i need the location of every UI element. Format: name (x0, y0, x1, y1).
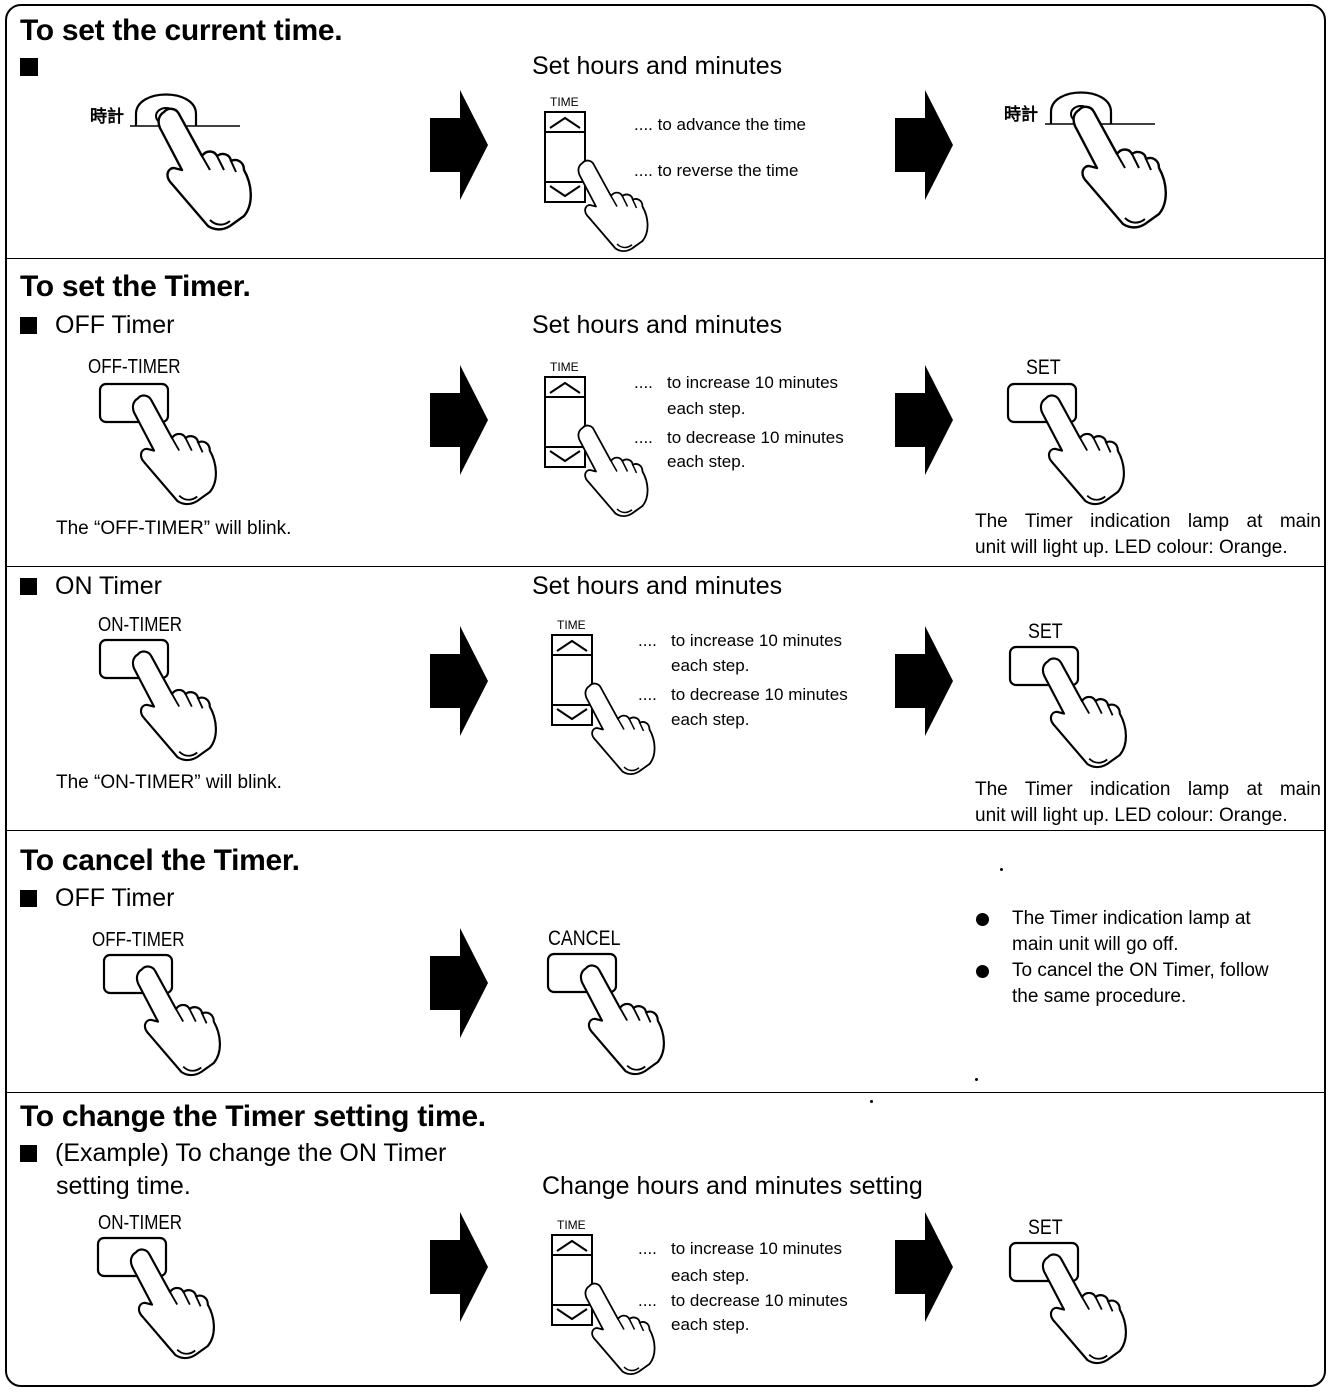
time-label: TIME (557, 618, 586, 632)
set-button-label: SET (1028, 620, 1063, 643)
clock-button-label: 時計 (1004, 105, 1038, 124)
increase-dots: .... (634, 373, 653, 392)
clock-button-icon[interactable] (1045, 82, 1167, 232)
on-timer-button-label: ON-TIMER (98, 614, 183, 636)
clock-button-icon[interactable] (130, 84, 252, 234)
arrow-right-icon (430, 365, 488, 475)
time-up-down-buttons[interactable] (544, 376, 649, 517)
set-button[interactable] (1006, 382, 1128, 506)
cancel-off-timer-heading: OFF Timer (20, 884, 174, 913)
time-label: TIME (550, 360, 579, 374)
square-bullet-icon (20, 1145, 37, 1162)
decrease-text-line2: each step. (671, 1315, 750, 1334)
on-timer-button-label: ON-TIMER (98, 1212, 183, 1234)
reverse-time-text: .... to reverse the time (634, 161, 799, 180)
bullet-item: To cancel the ON Timer, follow the same … (972, 958, 1317, 1010)
on-blink-text: The “ON-TIMER” will blink. (56, 772, 282, 793)
off-timer-button[interactable] (98, 382, 220, 506)
decrease-text-line2: each step. (671, 710, 750, 729)
arrow-right-icon (430, 90, 488, 200)
bullet-item: The Timer indication lamp at main unit w… (972, 906, 1317, 958)
page-frame (5, 4, 1326, 1387)
square-bullet-icon (20, 890, 37, 907)
square-bullet-icon (20, 317, 37, 334)
arrow-right-icon (895, 1212, 953, 1322)
divider (6, 566, 1326, 567)
decrease-dots: .... (638, 685, 657, 704)
off-blink-text: The “OFF-TIMER” will blink. (56, 518, 292, 539)
set-button[interactable] (1008, 1241, 1130, 1365)
off-timer-button[interactable] (102, 953, 224, 1077)
section-title-change: To change the Timer setting time. (20, 1100, 486, 1133)
on-timer-heading: ON Timer (20, 572, 162, 601)
time-up-down-buttons[interactable] (551, 1234, 656, 1375)
section-title-cancel: To cancel the Timer. (20, 844, 300, 877)
time-label: TIME (550, 95, 579, 109)
off-timer-heading: OFF Timer (20, 311, 174, 340)
section-title-current-time: To set the current time. (20, 14, 343, 47)
arrow-right-icon (430, 1212, 488, 1322)
increase-text-line2: each step. (671, 1266, 750, 1285)
set-button[interactable] (1008, 645, 1130, 769)
increase-text-line1: to increase 10 minutes (667, 373, 839, 392)
lamp-text-line1: The Timer indication lamp at main (975, 511, 1321, 532)
arrow-right-icon (895, 90, 953, 200)
lamp-text-line2: unit will light up. LED colour: Orange. (975, 537, 1288, 558)
decrease-text-line1: to decrease 10 minutes (667, 428, 844, 447)
set-button-label: SET (1026, 356, 1061, 379)
lamp-text-line1: The Timer indication lamp at main (975, 779, 1321, 800)
arrow-right-icon (895, 626, 953, 736)
clock-button-label: 時計 (90, 107, 124, 126)
cancel-notes: The Timer indication lamp at main unit w… (972, 906, 1317, 1010)
increase-text-line2: each step. (667, 399, 746, 418)
divider (6, 258, 1326, 259)
on-timer-button[interactable] (96, 1236, 218, 1360)
decrease-dots: .... (634, 428, 653, 447)
decrease-dots: .... (638, 1291, 657, 1310)
increase-text-line1: to increase 10 minutes (671, 1239, 843, 1258)
speck (975, 1078, 978, 1081)
square-bullet-icon (20, 58, 38, 76)
step-title: Set hours and minutes (532, 52, 783, 80)
decrease-text-line2: each step. (667, 452, 746, 471)
arrow-right-icon (430, 928, 488, 1038)
decrease-text-line1: to decrease 10 minutes (671, 685, 848, 704)
advance-time-text: .... to advance the time (634, 115, 806, 134)
divider (6, 1092, 1326, 1093)
increase-text-line1: to increase 10 minutes (671, 631, 843, 650)
increase-dots: .... (638, 631, 657, 650)
lamp-text-line2: unit will light up. LED colour: Orange. (975, 805, 1288, 826)
speck (1000, 868, 1003, 871)
change-heading-line2: setting time. (56, 1172, 191, 1200)
square-bullet-icon (20, 578, 37, 595)
section-title-set-timer: To set the Timer. (20, 270, 251, 303)
increase-dots: .... (638, 1239, 657, 1258)
off-timer-button-label: OFF-TIMER (92, 929, 185, 951)
divider (6, 830, 1326, 831)
change-heading-line1: (Example) To change the ON Timer (20, 1139, 446, 1168)
speck (870, 1100, 873, 1103)
step-title: Set hours and minutes (532, 311, 783, 339)
time-up-down-buttons[interactable] (544, 111, 649, 252)
cancel-button-label: CANCEL (548, 927, 621, 950)
increase-text-line2: each step. (671, 656, 750, 675)
on-timer-button[interactable] (98, 638, 220, 762)
step-title: Set hours and minutes (532, 572, 783, 600)
time-up-down-buttons[interactable] (551, 634, 656, 775)
cancel-button[interactable] (546, 952, 668, 1076)
off-timer-button-label: OFF-TIMER (88, 356, 181, 378)
step-title: Change hours and minutes setting (542, 1172, 923, 1200)
decrease-text-line1: to decrease 10 minutes (671, 1291, 848, 1310)
arrow-right-icon (430, 626, 488, 736)
set-button-label: SET (1028, 1216, 1063, 1239)
time-label: TIME (557, 1218, 586, 1232)
arrow-right-icon (895, 365, 953, 475)
